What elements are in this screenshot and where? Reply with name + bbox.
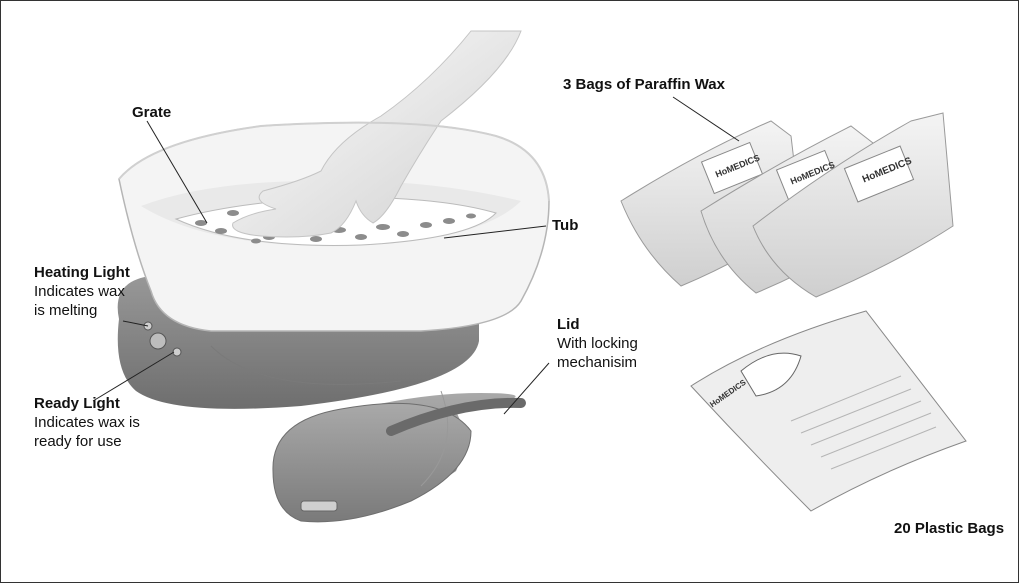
ready-light-line1: Indicates wax is bbox=[34, 413, 140, 432]
grate-label: Grate bbox=[132, 104, 171, 121]
label-tub: Tub bbox=[552, 216, 578, 235]
lid-title: Lid bbox=[557, 316, 580, 333]
lid-line1: With locking bbox=[557, 334, 638, 353]
wax-bags-leader bbox=[673, 97, 739, 141]
power-button[interactable] bbox=[150, 333, 166, 349]
plastic-bags-label: 20 Plastic Bags bbox=[894, 520, 1004, 537]
lid-leader bbox=[504, 363, 549, 414]
wax-bags-label: 3 Bags of Paraffin Wax bbox=[563, 76, 725, 93]
lid-latch[interactable] bbox=[301, 501, 337, 511]
label-ready-light: Ready Light Indicates wax is ready for u… bbox=[34, 394, 140, 451]
label-grate: Grate bbox=[132, 103, 171, 122]
tub-label: Tub bbox=[552, 217, 578, 234]
plastic-bag-package bbox=[691, 311, 966, 511]
label-wax-bags: 3 Bags of Paraffin Wax bbox=[563, 75, 725, 94]
label-heating-light: Heating Light Indicates wax is melting bbox=[34, 263, 130, 320]
heating-light-line2: is melting bbox=[34, 301, 130, 320]
label-lid: Lid With locking mechanisim bbox=[557, 315, 638, 372]
heating-light-line1: Indicates wax bbox=[34, 282, 130, 301]
heating-light-title: Heating Light bbox=[34, 264, 130, 281]
lid bbox=[273, 391, 521, 522]
ready-light-line2: ready for use bbox=[34, 432, 140, 451]
ready-light-title: Ready Light bbox=[34, 395, 120, 412]
label-plastic-bags: 20 Plastic Bags bbox=[894, 519, 1004, 538]
ready-light-icon bbox=[173, 348, 181, 356]
lid-line2: mechanisim bbox=[557, 353, 638, 372]
